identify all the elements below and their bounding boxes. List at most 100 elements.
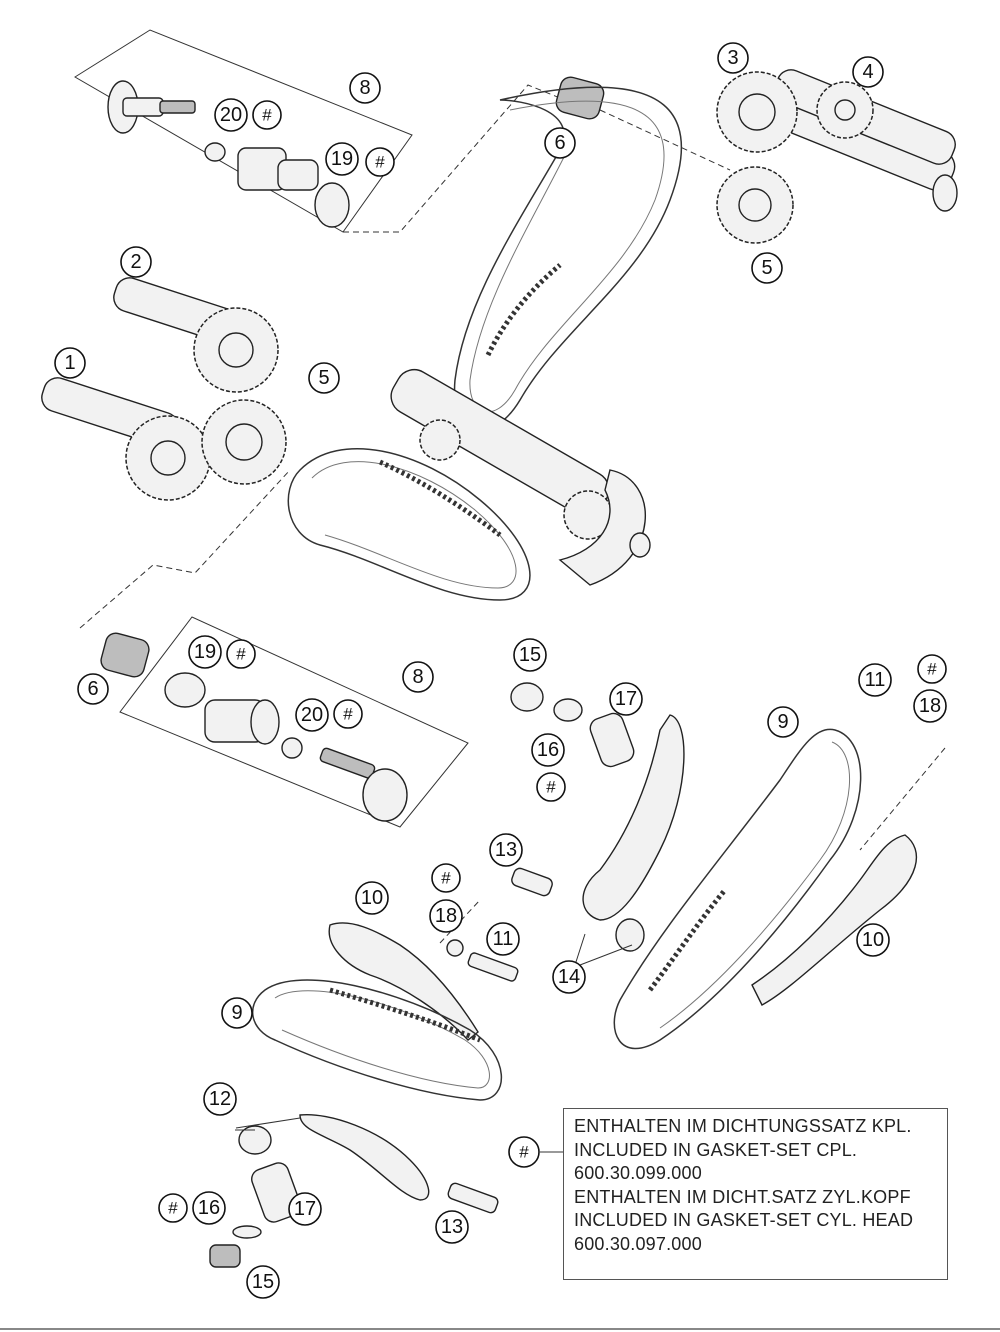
legend-line-5: INCLUDED IN GASKET-SET CYL. HEAD <box>574 1210 914 1230</box>
callout-13-upper-label: 13 <box>495 839 517 861</box>
callout-17-lower-label: 17 <box>294 1198 316 1220</box>
callout-6-lower: 6 <box>77 673 109 705</box>
callout-20-lower: 20 <box>295 698 329 732</box>
callout-15-lower-label: 15 <box>252 1271 274 1293</box>
callout-1-label: 1 <box>64 352 75 374</box>
lower-tensioner-rail <box>209 1113 499 1268</box>
callout-10-left-label: 10 <box>361 887 383 909</box>
callout-8-lower-label: 8 <box>412 666 423 688</box>
middle-timing-chain <box>287 448 531 601</box>
callout-11-right-label: 11 <box>865 669 886 691</box>
callout-5-upper: 5 <box>751 252 783 284</box>
svg-text:#: # <box>168 1199 178 1218</box>
svg-text:#: # <box>927 660 937 679</box>
assembly-boxes <box>74 29 946 944</box>
gasket-set-legend: ENTHALTEN IM DICHTUNGSSATZ KPL. INCLUDED… <box>563 1108 948 1280</box>
callout-5-upper-label: 5 <box>761 257 772 279</box>
callout-20-lower-label: 20 <box>301 704 323 726</box>
callout-10-left: 10 <box>355 881 389 915</box>
front-lower-timing-chain <box>251 979 502 1101</box>
upper-connector-line <box>343 84 566 233</box>
svg-text:#: # <box>236 645 246 664</box>
callout-5-lower-label: 5 <box>318 367 329 389</box>
callout-16-lower-label: 16 <box>198 1197 220 1219</box>
callout-20-upper-label: 20 <box>220 104 242 126</box>
callout-15-upper-label: 15 <box>519 644 541 666</box>
legend-line-1: ENTHALTEN IM DICHTUNGSSATZ KPL. <box>574 1116 912 1136</box>
callout-12-label: 12 <box>209 1088 231 1110</box>
callout-16-upper-label: 16 <box>537 739 559 761</box>
callout-15-lower: 15 <box>246 1265 280 1299</box>
svg-text:#: # <box>519 1143 529 1162</box>
callout-18-left-label: 18 <box>435 905 457 927</box>
rear-tensioner-parts <box>510 682 635 768</box>
svg-text:#: # <box>375 153 385 172</box>
callout-10-right-label: 10 <box>862 929 884 951</box>
callout-17-upper: 17 <box>609 682 643 716</box>
callout-2: 2 <box>120 246 152 278</box>
callout-8-lower: 8 <box>402 661 434 693</box>
legend-line-6: 600.30.097.000 <box>574 1233 702 1254</box>
callout-13-lower-label: 13 <box>441 1216 463 1238</box>
callout-1: 1 <box>54 347 86 379</box>
callout-13-upper: 13 <box>489 833 523 867</box>
callout-5-lower: 5 <box>308 362 340 394</box>
svg-text:#: # <box>546 778 556 797</box>
callout-4-label: 4 <box>862 61 873 83</box>
upper-bolt-kit <box>107 80 350 228</box>
legend-line-4: ENTHALTEN IM DICHT.SATZ ZYL.KOPF <box>574 1186 911 1207</box>
rear-camshafts <box>716 69 958 244</box>
callout-12: 12 <box>203 1082 237 1116</box>
intermediate-shaft <box>390 368 651 586</box>
callout-11-left: 11 <box>486 922 520 956</box>
hash-marker-20-upper: # <box>252 100 282 130</box>
callout-19-lower-label: 19 <box>194 641 216 663</box>
hash-marker-18-left: # <box>431 863 461 893</box>
hash-marker-18-right: # <box>917 654 947 684</box>
callout-13-lower: 13 <box>435 1210 469 1244</box>
svg-text:#: # <box>343 705 353 724</box>
rear-guide-dash <box>859 747 946 851</box>
rear-lower-timing-chain <box>613 728 862 1050</box>
callout-18-left: 18 <box>429 899 463 933</box>
legend-line-2: INCLUDED IN GASKET-SET CPL. <box>574 1139 858 1160</box>
callout-19-upper: 19 <box>325 142 359 176</box>
callout-16-upper: 16 <box>531 733 565 767</box>
callout-9-left-label: 9 <box>231 1002 242 1024</box>
lower-bolt-kit-box <box>119 616 469 828</box>
callout-4: 4 <box>852 56 884 88</box>
svg-text:#: # <box>441 869 451 888</box>
callout-11-right: 11 <box>858 663 892 697</box>
front-camshafts <box>41 277 287 501</box>
callout-18-right-label: 18 <box>919 695 941 717</box>
callout-14: 14 <box>552 960 586 994</box>
legend-line-3: 600.30.099.000 <box>574 1163 702 1183</box>
callout-16-lower: 16 <box>192 1191 226 1225</box>
lower-bolt-kit <box>164 672 408 822</box>
svg-text:#: # <box>262 106 272 125</box>
callout-9-right: 9 <box>767 706 799 738</box>
upper-gear-dash <box>599 109 731 171</box>
leader-lines <box>235 933 633 1153</box>
callout-19-upper-label: 19 <box>331 148 353 170</box>
hash-marker-19-upper: # <box>365 147 395 177</box>
callout-8-upper-label: 8 <box>359 77 370 99</box>
rear-tensioner-rail <box>511 714 685 952</box>
callout-6-upper: 6 <box>544 127 576 159</box>
callout-17-lower: 17 <box>288 1192 322 1226</box>
rear-guide-rail <box>751 834 918 1006</box>
callout-18-right: 18 <box>913 689 947 723</box>
callout-3: 3 <box>717 42 749 74</box>
callout-2-label: 2 <box>130 251 141 273</box>
callout-15-upper: 15 <box>513 638 547 672</box>
callout-6-lower-label: 6 <box>87 678 98 700</box>
callout-9-left: 9 <box>221 997 253 1029</box>
callout-19-lower: 19 <box>188 635 222 669</box>
callout-6-upper-label: 6 <box>554 132 565 154</box>
callout-17-upper-label: 17 <box>615 688 637 710</box>
lower-needle-bearing <box>100 632 150 678</box>
callout-14-label: 14 <box>558 966 580 988</box>
callout-20-upper: 20 <box>214 98 248 132</box>
hash-marker-20-lower: # <box>333 699 363 729</box>
